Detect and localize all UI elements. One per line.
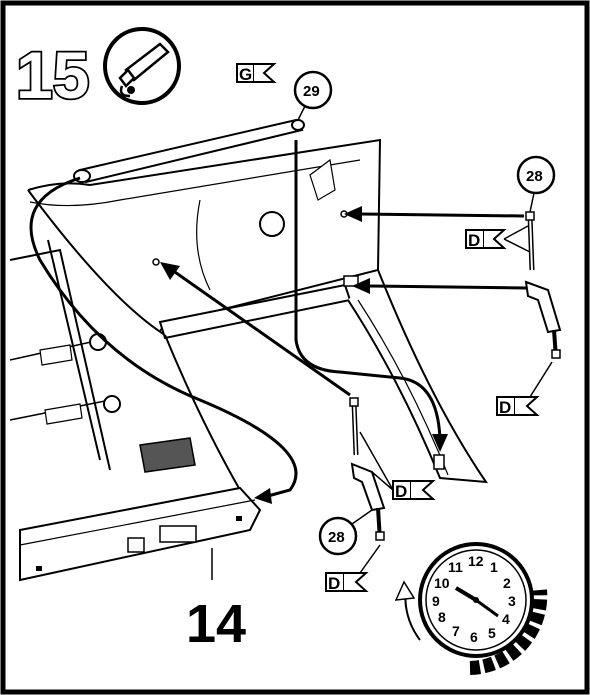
damper-tag-bottom-left-letter: D (328, 574, 340, 593)
clock-minute-hand (475, 598, 499, 618)
clock-numeral-6: 6 (470, 629, 478, 645)
damper-tag-middle-letter: D (395, 482, 407, 501)
part-label: 14 (186, 594, 246, 654)
callout-29-label: 29 (303, 83, 320, 100)
clock-numerals: 12 1 2 3 4 5 6 7 8 9 10 11 (432, 553, 516, 645)
step-number: 15 (16, 38, 89, 112)
cabinet-frame (9, 239, 196, 473)
clock-numeral-8: 8 (438, 609, 446, 625)
damper-tag-bottom-right: D (496, 361, 553, 417)
clock-numeral-10: 10 (434, 575, 450, 591)
clock-numeral-12: 12 (468, 553, 484, 569)
clock-numeral-11: 11 (448, 559, 463, 575)
clock-numeral-4: 4 (502, 611, 510, 627)
clock-numeral-7: 7 (452, 623, 460, 639)
callout-28-right-label: 28 (526, 168, 543, 185)
lubricant-tube-icon (103, 27, 181, 105)
assembly-arrows (29, 140, 527, 504)
damper-tag-bottom-right-letter: D (499, 398, 511, 417)
clock-numeral-3: 3 (508, 593, 516, 609)
clock-numeral-1: 1 (490, 559, 498, 575)
clock-icon: 12 1 2 3 4 5 6 7 8 9 10 11 (394, 542, 548, 675)
curved-side-panel (347, 269, 489, 484)
clock-numeral-2: 2 (503, 575, 511, 591)
base-plate (19, 486, 262, 582)
grease-tag-letter: G (239, 65, 252, 84)
clock-hour-hand (454, 586, 478, 602)
callout-28-right: 28 (516, 155, 556, 213)
damper-tag-top-right: D (465, 225, 531, 253)
damper-tag-middle: D (359, 431, 436, 501)
clock-numeral-5: 5 (488, 625, 496, 641)
damper-tag-top-right-letter: D (468, 231, 480, 250)
cabinet-door-panel (27, 138, 382, 491)
clock-numeral-9: 9 (432, 593, 440, 609)
callout-28-bottom-label: 28 (328, 529, 345, 546)
callout-28-bottom: 28 (318, 509, 373, 556)
damper-right (524, 211, 562, 359)
damper-tag-bottom-left: D (325, 544, 381, 593)
grease-tag: G (236, 63, 277, 84)
